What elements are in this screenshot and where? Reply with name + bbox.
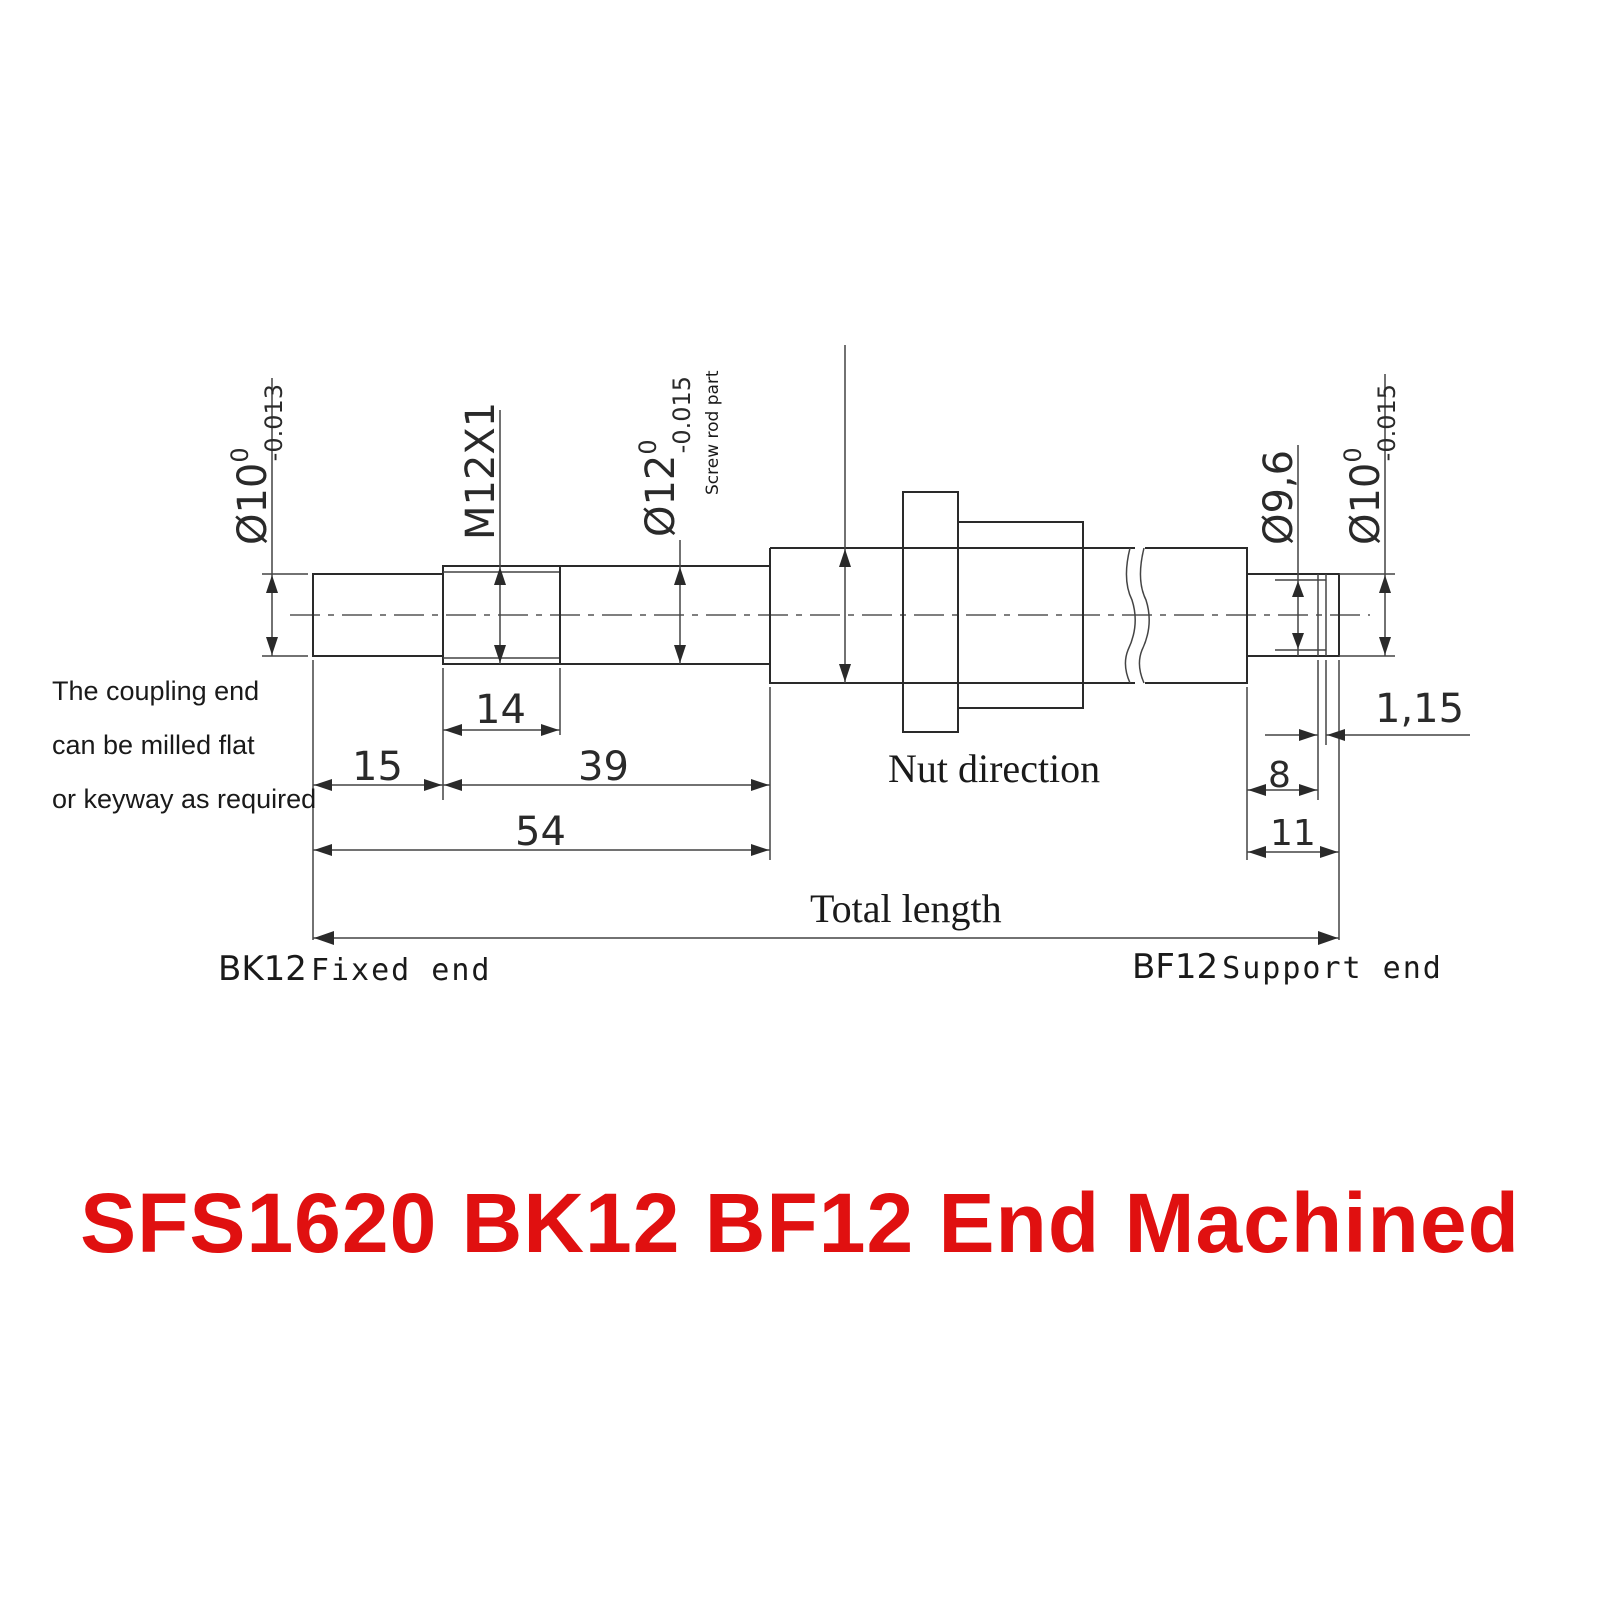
groove-diameter-label: Ø9,6: [1256, 450, 1302, 545]
right-end-diameter-dim: [1339, 374, 1395, 657]
nut-body: [957, 521, 1084, 709]
shoulder-length-dim: [443, 779, 770, 791]
break-line-1: [1124, 547, 1136, 684]
thread-length-value: 14: [475, 687, 526, 733]
groove-width-dim: [1265, 729, 1470, 741]
thread-spec-label: M12X1: [458, 402, 504, 540]
coupling-note-line-2: can be milled flat: [52, 730, 255, 760]
break-line-2: [1138, 547, 1150, 684]
fixed-end-total-dim: [313, 844, 770, 856]
thread-length-dim: [443, 724, 560, 736]
coupling-length-value: 15: [352, 744, 403, 790]
groove-position-dim: [1247, 784, 1318, 796]
groove-width-value: 1,15: [1375, 686, 1464, 732]
coupling-length-dim: [313, 779, 443, 791]
right-end-diameter-label: Ø100-0.015: [1339, 384, 1401, 545]
groove-position-value: 8: [1268, 755, 1291, 796]
support-end-shaft: [1246, 573, 1340, 657]
screw-diameter-label: Ø120-0.015: [634, 376, 696, 537]
screw-rod-note: Screw rod part: [703, 370, 723, 495]
shoulder-length-value: 39: [578, 744, 629, 790]
fixed-end-total-value: 54: [515, 809, 566, 855]
total-length-dim: [313, 931, 1339, 945]
coupling-note-line-1: The coupling end: [52, 676, 259, 706]
journal-diameter-dim: [674, 540, 686, 664]
support-end-total-dim: [1247, 846, 1339, 858]
coupling-note-line-3: or keyway as required: [52, 784, 316, 814]
groove-diameter-dim: [1275, 445, 1318, 656]
total-length-label: Total length: [810, 886, 1002, 931]
support-end-total-value: 11: [1270, 813, 1316, 854]
screw-diameter-dim: [839, 345, 851, 683]
nut-flange: [902, 491, 959, 733]
thread-diameter-dim: [494, 410, 506, 664]
nut-direction-label: Nut direction: [888, 746, 1100, 791]
left-end-diameter-dim: [262, 378, 308, 657]
product-headline: SFS1620 BK12 BF12 End Machined: [80, 1176, 1520, 1270]
left-end-diameter-label: Ø100-0.013: [226, 384, 288, 545]
screw-rod-left: [769, 547, 1135, 684]
